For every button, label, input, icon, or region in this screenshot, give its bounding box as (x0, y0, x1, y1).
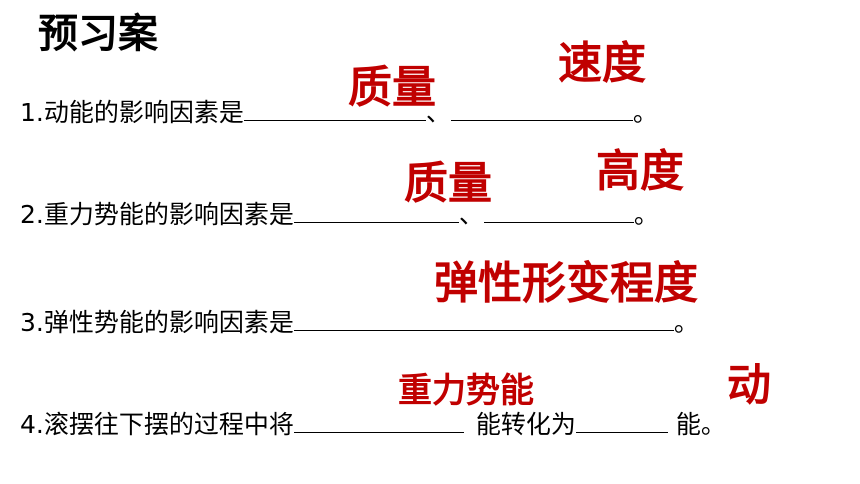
question-2-end: 。 (633, 200, 659, 229)
question-1: 1.动能的影响因素是 、 。 (20, 98, 658, 125)
question-3: 3.弹性势能的影响因素是 。 (20, 308, 699, 335)
page-title: 预习案 (38, 11, 158, 57)
answer-4-a: 重力势能 (398, 371, 534, 411)
question-1-blank-a[interactable] (243, 98, 426, 121)
question-1-prefix: 1.动能的影响因素是 (20, 98, 244, 127)
question-1-end: 。 (632, 98, 658, 127)
question-4-blank-a[interactable] (293, 410, 464, 433)
question-2-separator: 、 (458, 200, 484, 229)
question-2: 2.重力势能的影响因素是 、 。 (20, 200, 659, 227)
answer-1-a: 质量 (348, 62, 436, 113)
answer-1-b: 速度 (558, 38, 646, 89)
question-3-prefix: 3.弹性势能的影响因素是 (20, 308, 294, 337)
question-1-separator: 、 (425, 98, 451, 127)
question-4-middle: 能转化为 (475, 410, 576, 439)
question-4-end: 能。 (675, 410, 726, 439)
question-4-prefix: 4.滚摆往下摆的过程中将 (20, 410, 294, 439)
answer-2-a: 质量 (404, 158, 492, 209)
question-2-blank-a[interactable] (293, 200, 459, 223)
question-4: 4.滚摆往下摆的过程中将 能转化为 能。 (20, 410, 726, 437)
question-3-end: 。 (673, 308, 699, 337)
question-2-prefix: 2.重力势能的影响因素是 (20, 200, 294, 229)
question-3-blank[interactable] (293, 308, 674, 331)
answer-4-b: 动 (727, 360, 771, 411)
question-2-blank-b[interactable] (483, 200, 634, 223)
answer-3: 弹性形变程度 (434, 258, 698, 309)
answer-2-b: 高度 (596, 146, 684, 197)
question-1-blank-b[interactable] (450, 98, 633, 121)
question-4-blank-b[interactable] (575, 410, 668, 433)
